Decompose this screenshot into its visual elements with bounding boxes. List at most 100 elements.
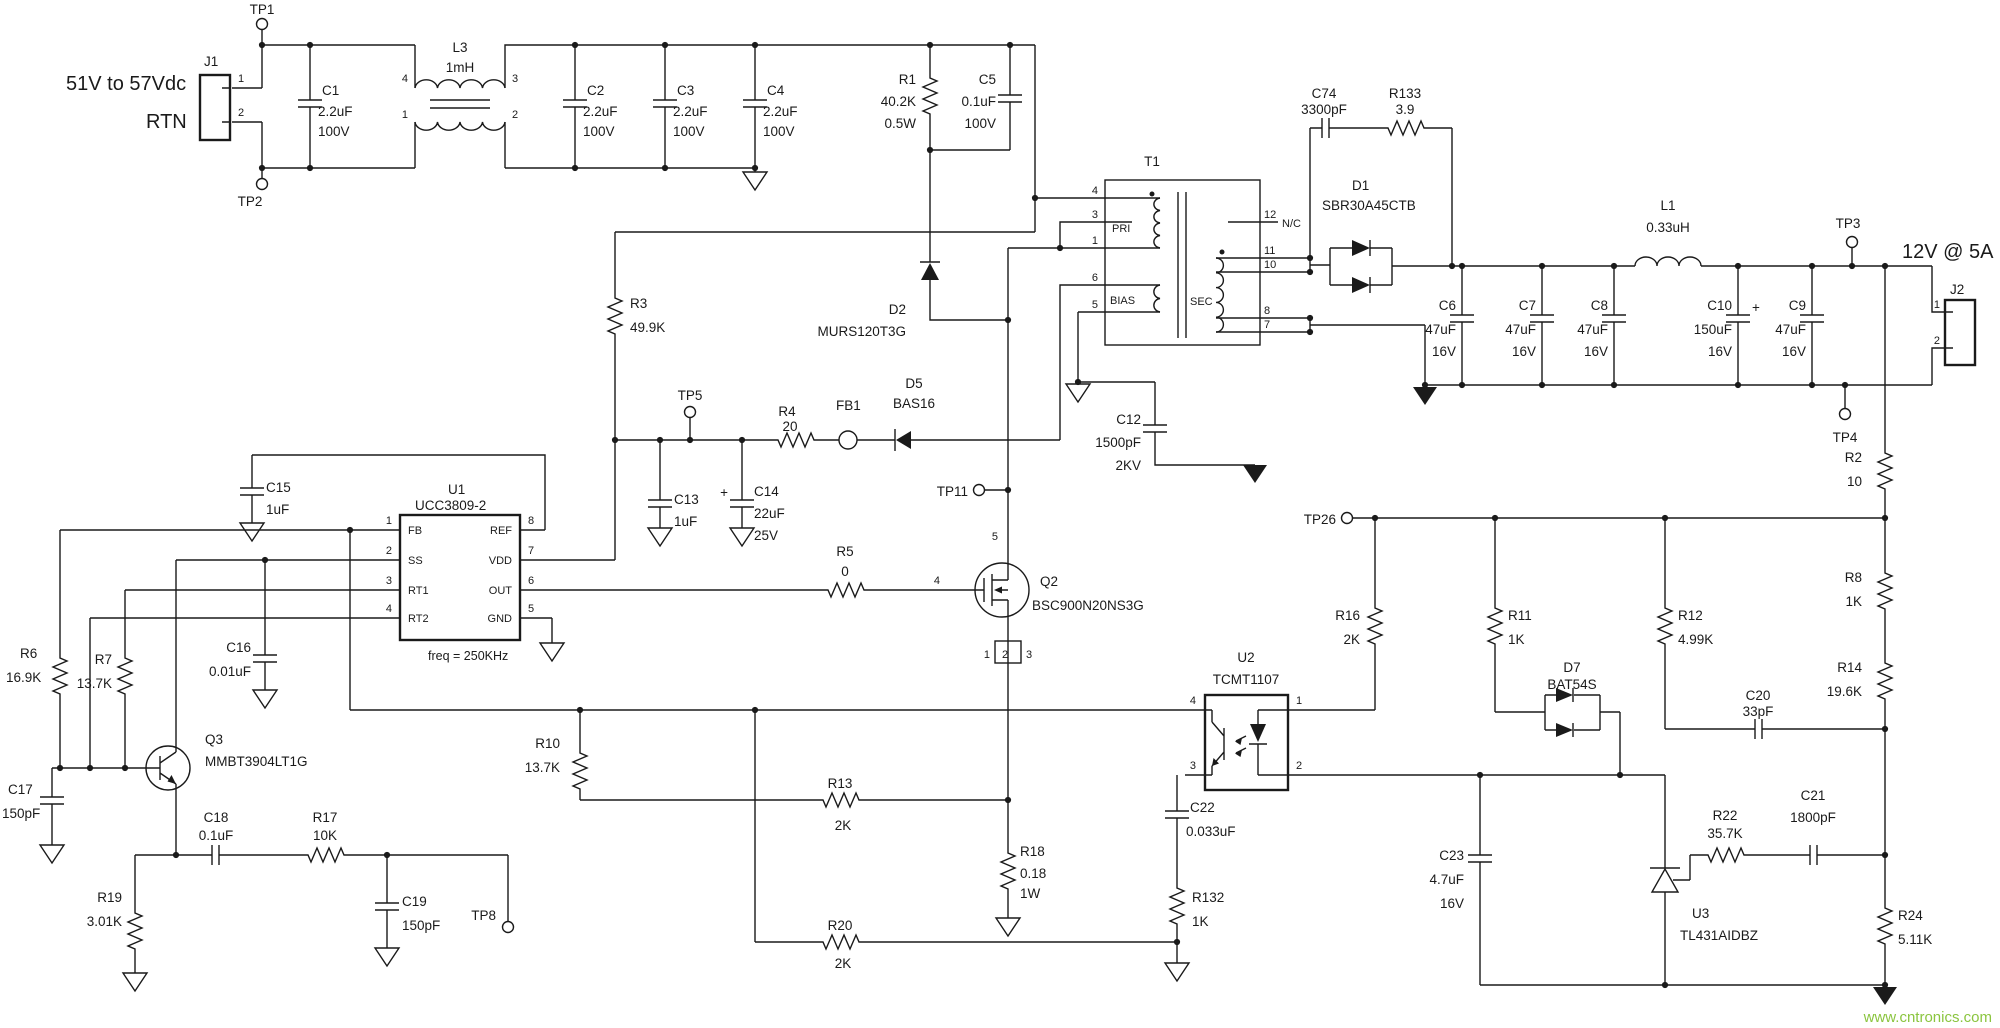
tp4-label: TP4 — [1833, 430, 1858, 445]
capacitor-c18-symbol — [211, 844, 220, 866]
resistor-r5-symbol — [819, 582, 871, 598]
resistor-r16-symbol — [1367, 599, 1383, 651]
tp5-label: TP5 — [678, 388, 703, 403]
u1-pin5-label: 5 — [528, 603, 534, 615]
j1-ref-label: J1 — [204, 54, 218, 69]
l1-ref-label: L1 — [1660, 198, 1675, 213]
resistor-r14-symbol — [1877, 654, 1893, 706]
r20-value-label: 2K — [835, 956, 852, 971]
l3-pin4-label: 4 — [402, 73, 408, 85]
r14-ref-label: R14 — [1837, 660, 1862, 675]
resistor-r3-symbol — [607, 289, 623, 341]
u1-vdd-label: VDD — [489, 555, 512, 567]
u1-pin4-label: 4 — [386, 603, 392, 615]
c16-ref-label: C16 — [226, 640, 251, 655]
c15-ref-label: C15 — [266, 480, 291, 495]
testpoint-tp8-icon — [501, 920, 515, 934]
j2-ref-label: J2 — [1950, 282, 1964, 297]
tp2-label: TP2 — [238, 194, 263, 209]
resistor-r4-symbol — [769, 432, 821, 448]
resistor-r13-symbol — [814, 792, 866, 808]
ic-u3-symbol — [1650, 867, 1680, 893]
c19-ref-label: C19 — [402, 894, 427, 909]
d7-ref-label: D7 — [1563, 660, 1580, 675]
c1-rating-label: 100V — [318, 124, 350, 139]
r5-value-label: 0 — [841, 564, 849, 579]
resistor-r2-symbol — [1877, 444, 1893, 496]
r24-value-label: 5.11K — [1898, 932, 1932, 947]
r2-value-label: 10 — [1847, 474, 1862, 489]
c8-value-label: 47uF — [1577, 322, 1608, 337]
r22-ref-label: R22 — [1713, 808, 1738, 823]
c9-value-label: 47uF — [1775, 322, 1806, 337]
connector-j2 — [1943, 298, 1977, 367]
testpoint-tp3-icon — [1845, 235, 1859, 249]
r12-value-label: 4.99K — [1678, 632, 1713, 647]
l3-ref-label: L3 — [452, 40, 467, 55]
j2-pin2-label: 2 — [1934, 335, 1940, 347]
ground-icon — [647, 527, 673, 547]
testpoint-tp11-icon — [972, 483, 986, 497]
inductor-l3-symbol — [414, 79, 506, 131]
testpoint-tp2-icon — [255, 177, 269, 191]
t1-pin7-label: 7 — [1264, 319, 1270, 331]
testpoint-tp1-icon — [255, 17, 269, 31]
resistor-r19-symbol — [127, 904, 143, 956]
q2-drain-pin-label: 5 — [992, 531, 998, 543]
c5-ref-label: C5 — [979, 72, 996, 87]
resistor-r22-symbol — [1699, 847, 1751, 863]
c7-ref-label: C7 — [1519, 298, 1536, 313]
mosfet-q2-symbol — [974, 562, 1030, 664]
c18-ref-label: C18 — [204, 810, 229, 825]
d1-ref-label: D1 — [1352, 178, 1369, 193]
r1-value-label: 40.2K — [881, 94, 916, 109]
c18-value-label: 0.1uF — [199, 828, 234, 843]
c13-value-label: 1uF — [674, 514, 697, 529]
capacitor-c7-symbol — [1529, 314, 1555, 323]
resistor-r133-symbol — [1379, 120, 1431, 136]
l3-pin1-label: 1 — [402, 109, 408, 121]
c3-rating-label: 100V — [673, 124, 705, 139]
r8-value-label: 1K — [1845, 594, 1862, 609]
c6-value-label: 47uF — [1425, 322, 1456, 337]
r2-ref-label: R2 — [1845, 450, 1862, 465]
r22-value-label: 35.7K — [1707, 826, 1742, 841]
capacitor-c8-symbol — [1601, 314, 1627, 323]
c9-rating-label: 16V — [1782, 344, 1806, 359]
resistor-r1-symbol — [922, 69, 938, 121]
d2-part-label: MURS120T3G — [817, 324, 906, 339]
r10-ref-label: R10 — [535, 736, 560, 751]
ground-icon — [252, 689, 278, 709]
j1-pin1-label: 1 — [238, 73, 244, 85]
diode-d1-symbol — [1352, 240, 1371, 293]
r13-ref-label: R13 — [828, 776, 853, 791]
t1-nc-label: N/C — [1282, 218, 1301, 230]
r11-value-label: 1K — [1508, 632, 1525, 647]
output-rating-label: 12V @ 5A — [1902, 241, 1994, 263]
u2-pin2-label: 2 — [1296, 760, 1302, 772]
r3-ref-label: R3 — [630, 296, 647, 311]
r7-ref-label: R7 — [95, 652, 112, 667]
u1-ss-label: SS — [408, 555, 423, 567]
ground-icon — [729, 527, 755, 547]
u1-pin8-label: 8 — [528, 515, 534, 527]
r132-value-label: 1K — [1192, 914, 1209, 929]
transformer-t1-symbol — [1104, 179, 1261, 346]
c74-ref-label: C74 — [1312, 86, 1337, 101]
c4-ref-label: C4 — [767, 83, 785, 98]
capacitor-c14-symbol — [729, 499, 755, 508]
l1-value-label: 0.33uH — [1646, 220, 1690, 235]
c21-ref-label: C21 — [1801, 788, 1826, 803]
c5-value-label: 0.1uF — [961, 94, 996, 109]
resistor-r11-symbol — [1487, 599, 1503, 651]
c14-ref-label: C14 — [754, 484, 779, 499]
t1-pin10-label: 10 — [1264, 259, 1276, 271]
r133-value-label: 3.9 — [1396, 102, 1415, 117]
c14-value-label: 22uF — [754, 506, 785, 521]
t1-pin4-label: 4 — [1092, 185, 1098, 197]
j2-pin1-label: 1 — [1934, 299, 1940, 311]
u2-pin3-label: 3 — [1190, 760, 1196, 772]
tp8-label: TP8 — [471, 908, 496, 923]
resistor-r20-symbol — [814, 934, 866, 950]
